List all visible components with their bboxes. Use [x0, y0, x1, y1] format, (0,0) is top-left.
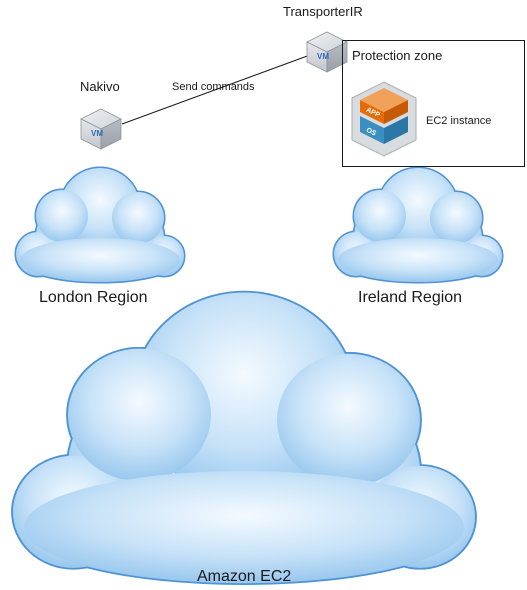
- protection-zone-box: [342, 40, 525, 167]
- svg-text:VM: VM: [91, 129, 103, 138]
- amazon-ec2-label: Amazon EC2: [197, 568, 292, 585]
- cloud-amazon: [11, 290, 477, 586]
- edge-label-send-commands: Send commands: [172, 81, 255, 93]
- ec2-instance-label: EC2 instance: [426, 115, 492, 127]
- svg-text:OS: OS: [365, 127, 377, 138]
- protection-zone-label: Protection zone: [352, 48, 443, 63]
- london-region-label: London Region: [39, 289, 148, 306]
- nakivo-label: Nakivo: [80, 79, 120, 94]
- svg-text:VM: VM: [317, 52, 329, 61]
- ireland-region-label: Ireland Region: [358, 289, 463, 306]
- ec2-instance-icon: APP OS: [351, 81, 417, 157]
- transporter-label: TransporterIR: [283, 4, 363, 19]
- transporter-vm-icon: VM: [306, 31, 348, 73]
- cloud-london: [14, 166, 186, 284]
- edge-send-commands: [121, 54, 311, 125]
- cloud-ireland: [332, 166, 504, 284]
- nakivo-vm-icon: VM: [80, 108, 122, 150]
